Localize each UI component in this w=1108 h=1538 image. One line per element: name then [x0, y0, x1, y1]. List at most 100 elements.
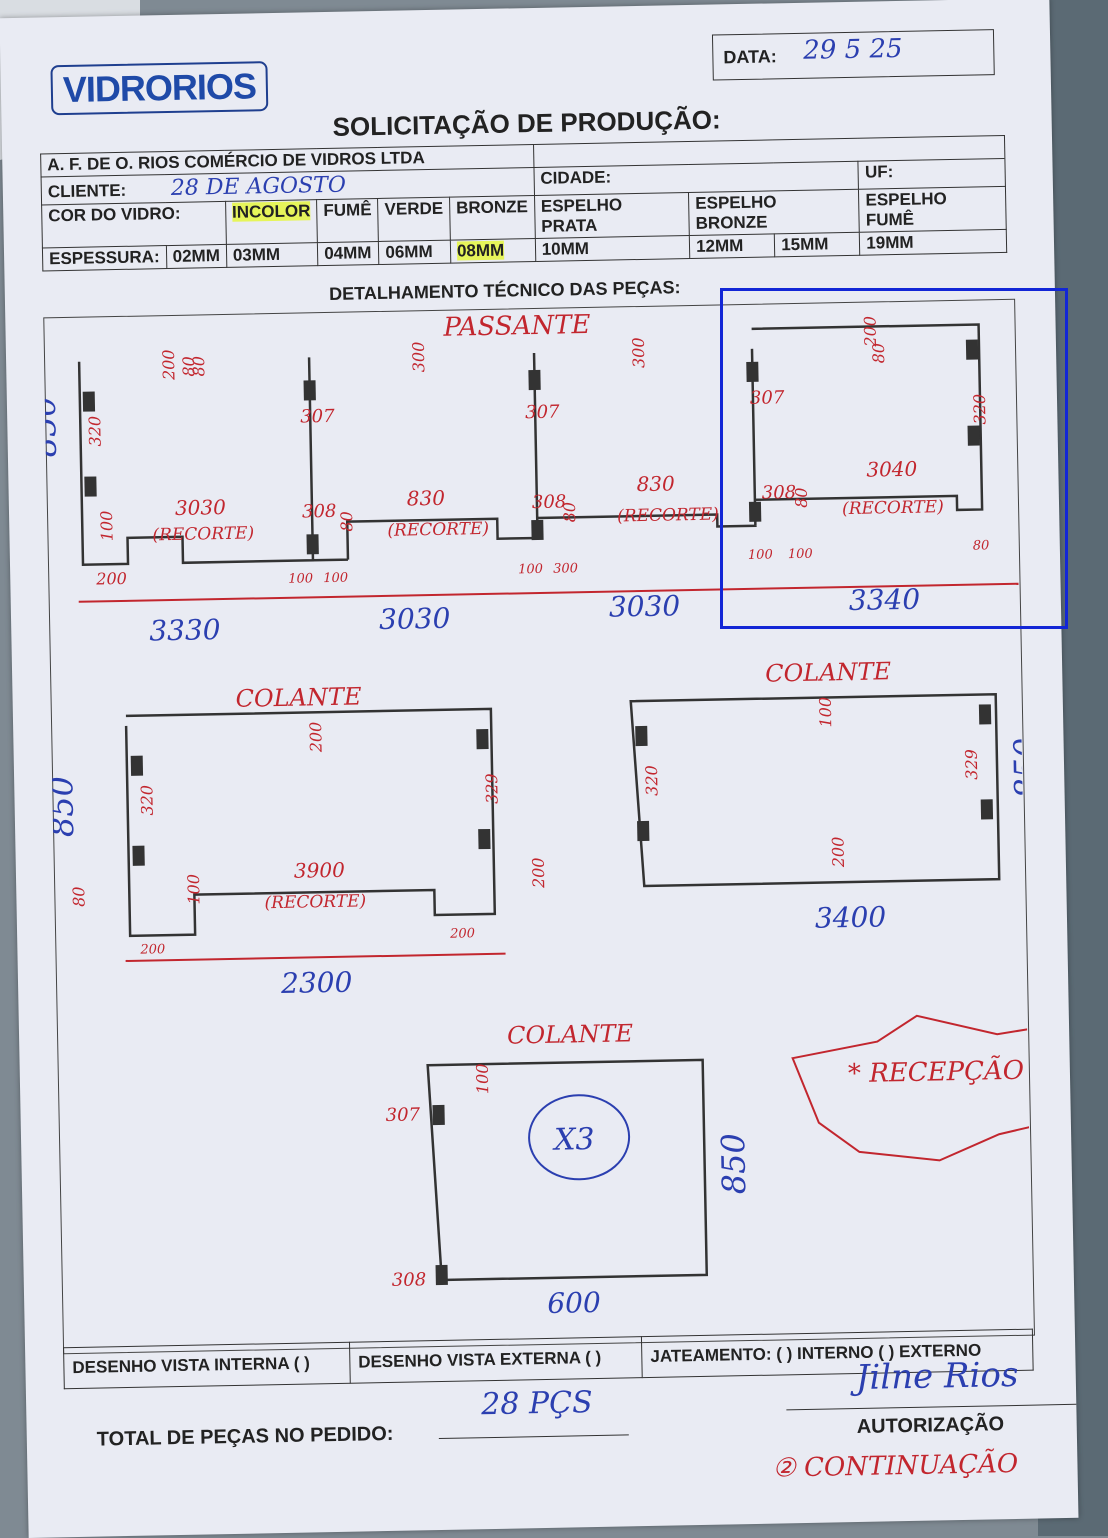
technical-drawings: PASSANTE 850 200 320 100 200 [43, 310, 1033, 1320]
note: 3030 [175, 495, 227, 520]
color-espelho-prata[interactable]: ESPELHO PRATA [534, 192, 690, 239]
passante-height: 850 [43, 396, 64, 458]
drawing-colante-bottom: COLANTE X3 850 100 307 308 600 [385, 1019, 753, 1320]
note: 308 [532, 491, 567, 513]
note: 200 [139, 942, 165, 957]
fitting-marker [130, 755, 144, 776]
note: (RECORTE) [264, 891, 366, 913]
width-value: 3330 [149, 613, 221, 647]
color-verde[interactable]: VERDE [377, 197, 451, 242]
reception-cloud [791, 1014, 1033, 1162]
colante-left-notes: 200 320 329 100 80 3900 (RECORTE) 200 20… [69, 722, 549, 958]
note: 3900 [294, 858, 346, 883]
uf-label: UF: [858, 158, 1006, 190]
note: 320 [137, 785, 157, 816]
date-label: DATA: [723, 46, 777, 68]
note: 80 [69, 886, 88, 907]
label-passante: PASSANTE [442, 310, 590, 343]
note: 100 [323, 571, 348, 586]
note: 3040 [866, 457, 918, 482]
thickness-15[interactable]: 15MM [774, 232, 861, 257]
date-box: DATA: 29 5 25 [711, 29, 995, 81]
passante-dimension-line [78, 582, 1019, 603]
color-fume[interactable]: FUMÊ [316, 198, 379, 243]
quantity-circle [528, 1094, 631, 1181]
thickness-06[interactable]: 06MM [378, 240, 451, 265]
total-label: TOTAL DE PEÇAS NO PEDIDO: [96, 1422, 394, 1451]
external-view-option[interactable]: DESENHO VISTA EXTERNA ( ) [349, 1336, 643, 1384]
total-underline [438, 1434, 629, 1440]
thickness-12[interactable]: 12MM [689, 233, 775, 259]
width-value: 3030 [379, 602, 451, 636]
fitting-marker [965, 339, 979, 360]
thickness-19[interactable]: 19MM [859, 229, 1007, 256]
fitting-marker [306, 534, 319, 555]
thickness-02[interactable]: 02MM [165, 244, 227, 269]
note: 300 [409, 342, 429, 373]
colante-left-dimension-line [125, 952, 506, 962]
client-label: CLIENTE: [47, 180, 127, 202]
internal-view-option[interactable]: DESENHO VISTA INTERNA ( ) [63, 1342, 351, 1389]
colante-right-outline [629, 692, 1001, 888]
color-bronze[interactable]: BRONZE [449, 195, 536, 241]
colante-left-outline [124, 707, 497, 938]
fitting-marker [303, 380, 316, 401]
color-incolor: INCOLOR [231, 201, 311, 222]
colante-right-width: 3400 [815, 900, 887, 934]
fitting-marker [748, 501, 762, 522]
date-value: 29 5 25 [802, 33, 903, 66]
note: 307 [385, 1104, 420, 1126]
note: 329 [962, 749, 982, 780]
colante-bottom-height: 850 [714, 1133, 753, 1195]
fitting-marker [746, 361, 759, 382]
colante-right-height: 850 [1007, 737, 1033, 799]
note: 200 [860, 316, 880, 348]
drawing-colante-left: COLANTE 850 200 320 329 100 80 3900 (REC… [43, 682, 549, 1000]
note: 320 [970, 394, 990, 425]
fitting-marker [132, 845, 145, 866]
authorization-label: AUTORIZAÇÃO [856, 1413, 1005, 1439]
selection-highlight-box[interactable] [720, 288, 1068, 629]
thickness-03[interactable]: 03MM [226, 242, 318, 268]
note: 200 [306, 722, 326, 754]
color-espelho-bronze[interactable]: ESPELHO BRONZE [688, 189, 860, 236]
thickness-04[interactable]: 04MM [317, 241, 380, 266]
color-espelho-fume[interactable]: ESPELHO FUMÊ [858, 186, 1007, 233]
drawing-passante: PASSANTE 850 200 320 100 200 [43, 310, 1033, 648]
note: 830 [636, 471, 675, 496]
continuation-note: ② CONTINUAÇÃO [772, 1448, 1019, 1484]
note: 308 [302, 501, 337, 523]
client-value: 28 DE AGOSTO [170, 172, 347, 201]
note: 200 [529, 857, 549, 889]
note: 320 [642, 765, 662, 796]
colante-bottom-notes: 100 307 308 [385, 1063, 492, 1291]
colante-bottom-outline [426, 1058, 709, 1282]
authorization-line [786, 1403, 1077, 1411]
fitting-marker [637, 820, 650, 842]
thickness-10[interactable]: 10MM [535, 235, 690, 262]
note: 100 [788, 547, 813, 562]
note: 329 [482, 773, 502, 804]
thickness-08-cell[interactable]: 08MM [450, 238, 536, 264]
fitting-marker [435, 1264, 448, 1286]
note: 80 [973, 538, 990, 553]
color-option[interactable]: INCOLOR [225, 199, 318, 245]
fitting-marker [980, 799, 994, 820]
note: (RECORTE) [842, 497, 944, 519]
label-colante-right: COLANTE [765, 657, 892, 687]
note: 307 [525, 402, 560, 424]
passante-outline [77, 323, 984, 566]
colante-right-notes: 100 320 329 200 [642, 697, 982, 869]
fitting-marker [82, 391, 96, 412]
note: (RECORTE) [387, 519, 489, 541]
note: 80 [560, 502, 579, 523]
note: 200 [95, 569, 127, 589]
note: 320 [85, 416, 105, 447]
fitting-marker [635, 725, 648, 747]
fitting-marker [978, 704, 992, 725]
note: (RECORTE) [152, 523, 254, 545]
note: 80 [869, 343, 888, 364]
reception-note: * RECEPÇÃO [791, 1014, 1033, 1162]
note: (RECORTE) [617, 505, 719, 527]
colante-bottom-width: 600 [547, 1286, 601, 1320]
